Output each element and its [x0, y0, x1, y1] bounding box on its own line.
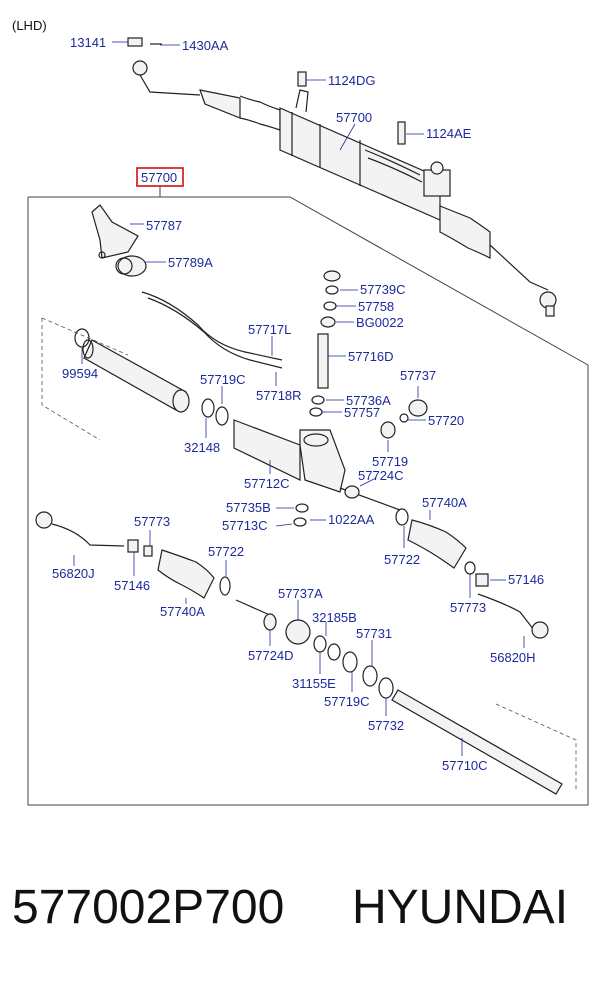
callout-label[interactable]: 56820J	[52, 566, 95, 581]
part-number: 577002P700	[12, 881, 285, 934]
callout-label[interactable]: 32148	[184, 440, 220, 455]
callout-label[interactable]: 13141	[70, 35, 106, 50]
callout-label[interactable]: 57724D	[248, 648, 294, 663]
callout-label[interactable]: 57722	[208, 544, 244, 559]
callout-label[interactable]: 57735B	[226, 500, 271, 515]
callout-label[interactable]: 57736A	[346, 393, 391, 408]
steering-gear-assembly	[127, 37, 557, 317]
callout-label[interactable]: 57737A	[278, 586, 323, 601]
dashed-guide-right	[495, 703, 577, 790]
callout-label[interactable]: 99594	[62, 366, 98, 381]
callout-label[interactable]: 31155E	[292, 676, 336, 691]
callout-label[interactable]: 57717L	[248, 322, 291, 337]
exploded-frame	[27, 196, 589, 806]
callout-label[interactable]: 57713C	[222, 518, 268, 533]
callout-label[interactable]: 57757	[344, 405, 380, 420]
highlight-label[interactable]: 57700	[141, 170, 177, 185]
callout-label[interactable]: 57789A	[168, 255, 213, 270]
callout-label[interactable]: 57712C	[244, 476, 290, 491]
callout-labels: 13141 1430AA 1124DG 57700 1124AE 57787 5…	[52, 35, 544, 773]
callout-label[interactable]: 1124DG	[328, 73, 375, 88]
part-footer: 577002P700 HYUNDAI	[0, 880, 600, 960]
callout-label[interactable]: 57146	[508, 572, 544, 587]
exploded-parts	[35, 204, 563, 795]
variant-label: (LHD)	[12, 18, 47, 33]
callout-label[interactable]: 57719	[372, 454, 408, 469]
callout-label[interactable]: 57740A	[160, 604, 205, 619]
callout-label[interactable]: 57739C	[360, 282, 406, 297]
callout-label[interactable]: 1022AA	[328, 512, 375, 527]
callout-label[interactable]: 32185B	[312, 610, 357, 625]
callout-label[interactable]: 57787	[146, 218, 182, 233]
leader-lines	[73, 41, 525, 756]
dashed-guide-left-top	[41, 317, 129, 356]
callout-label[interactable]: 57710C	[442, 758, 488, 773]
callout-label[interactable]: 57724C	[358, 468, 404, 483]
callout-label[interactable]: 57737	[400, 368, 436, 383]
callout-label[interactable]: 57731	[356, 626, 392, 641]
callout-label[interactable]: 57146	[114, 578, 150, 593]
callout-label[interactable]: 57700	[336, 110, 372, 125]
callout-label[interactable]: 57716D	[348, 349, 394, 364]
callout-label[interactable]: 1430AA	[182, 38, 229, 53]
callout-label[interactable]: 57719C	[200, 372, 246, 387]
callout-label[interactable]: 57719C	[324, 694, 370, 709]
callout-label[interactable]: BG0022	[356, 315, 404, 330]
callout-label[interactable]: 57722	[384, 552, 420, 567]
callout-label[interactable]: 57732	[368, 718, 404, 733]
callout-label[interactable]: 57773	[450, 600, 486, 615]
brand-name: HYUNDAI	[352, 881, 569, 934]
dashed-guide-left	[41, 318, 101, 441]
callout-label[interactable]: 57720	[428, 413, 464, 428]
callout-label[interactable]: 57773	[134, 514, 170, 529]
highlight-box[interactable]	[136, 167, 184, 187]
callout-label[interactable]: 57740A	[422, 495, 467, 510]
callout-label[interactable]: 57718R	[256, 388, 302, 403]
callout-label[interactable]: 56820H	[490, 650, 536, 665]
callout-label[interactable]: 1124AE	[426, 126, 472, 141]
callout-label[interactable]: 57758	[358, 299, 394, 314]
